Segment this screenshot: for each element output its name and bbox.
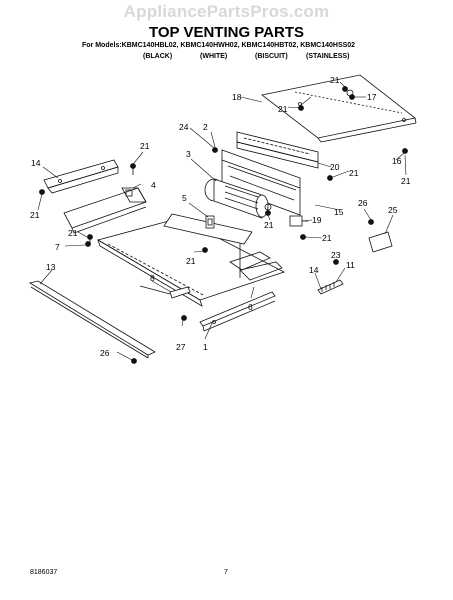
callout-6: 6 [248,302,253,312]
top-cover-plate [261,74,417,143]
callout-7: 7 [55,242,60,252]
callout-2: 2 [203,122,208,132]
callout-20: 20 [330,162,340,172]
callout-21: 21 [30,210,40,220]
callout-23: 23 [331,250,341,260]
sub-bracket [139,285,191,299]
side-duct-piece [63,187,147,234]
callout-27: 27 [176,342,186,352]
callout-26: 26 [358,198,368,208]
document-number: 8186037 [30,569,58,576]
callout-19: 19 [312,215,322,225]
blower-fan [204,178,272,219]
callout-21: 21 [349,168,359,178]
page-number: 7 [224,569,228,576]
callout-16: 16 [392,156,402,166]
finish-label-stainless: (STAINLESS) [306,53,350,60]
callout-21: 21 [322,233,332,243]
callout-21: 21 [264,220,274,230]
callout-21: 21 [278,104,288,114]
callout-21: 21 [68,228,78,238]
switch-component [289,215,308,227]
mounting-bracket [163,213,253,245]
callout-3: 3 [186,149,191,159]
callout-numbers: 14 21 4 21 21 7 5 13 21 8 3 2 24 18 21 2… [30,75,411,358]
callout-1: 1 [203,342,208,352]
callout-leader-lines [37,81,407,361]
callout-21: 21 [140,141,150,151]
label-card [368,231,393,253]
callout-17: 17 [367,92,377,102]
callout-5: 5 [182,193,187,203]
callout-25: 25 [388,205,398,215]
model-numbers: For Models:KBMC140HBL02, KBMC140HWH02, K… [82,42,356,49]
duct-assembly [221,149,301,216]
terminal-block [317,279,344,295]
callout-21: 21 [330,75,340,85]
main-vent-tray [96,217,286,307]
bottom-rail [199,291,276,332]
callout-8: 8 [150,273,155,283]
callout-14: 14 [309,265,319,275]
watermark-text: AppliancePartsPros.com [123,2,330,21]
callout-18: 18 [232,92,242,102]
callout-13: 13 [46,262,56,272]
callout-21: 21 [186,256,196,266]
rear-vent-panel [236,131,319,169]
callout-4: 4 [151,180,156,190]
callout-15: 15 [334,207,344,217]
callout-11: 11 [346,260,355,270]
finish-label-biscuit: (BISCUIT) [255,53,288,60]
finish-label-black: (BLACK) [143,53,173,60]
callout-24: 24 [179,122,189,132]
left-bracket [43,159,119,194]
callout-26: 26 [100,348,110,358]
page-title: TOP VENTING PARTS [148,24,305,41]
front-trim-strip [28,280,156,359]
finish-label-white: (WHITE) [200,53,228,60]
callout-14: 14 [31,158,41,168]
callout-21: 21 [401,176,411,186]
